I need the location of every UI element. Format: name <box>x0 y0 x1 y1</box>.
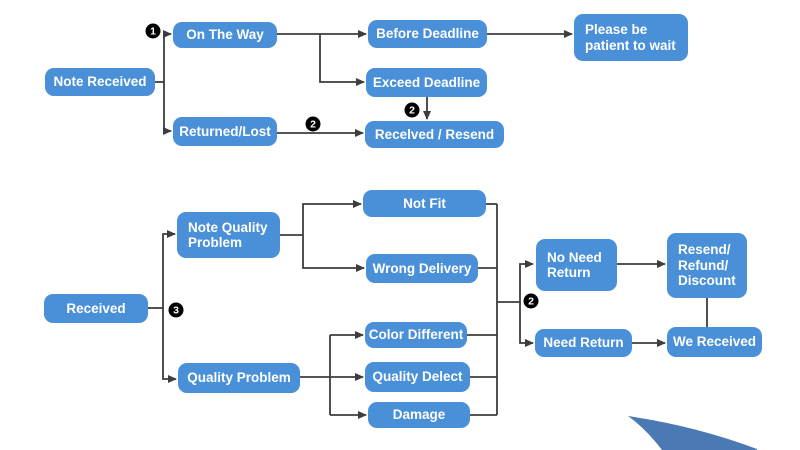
node-received: Received <box>44 294 148 323</box>
node-quality-problem: Quality Problem <box>178 363 300 393</box>
node-not-fit: Not Fit <box>363 190 486 217</box>
node-damage: Damage <box>368 402 470 428</box>
node-no-need-return: No Need Return <box>536 239 617 291</box>
node-resend-refund-discount: Resend/ Refund/ Discount <box>667 233 747 298</box>
step-2-marker-return: 2 <box>523 293 539 309</box>
step-3-marker: 3 <box>168 302 184 318</box>
node-color-different: Color Different <box>365 322 467 348</box>
node-quality-delect: Quality Delect <box>365 362 470 392</box>
node-recelved-resend: Recelved / Resend <box>365 121 504 148</box>
node-please-be-patient: Please be patient to wait <box>574 14 688 61</box>
node-need-return: Need Return <box>535 329 632 357</box>
node-returned-lost: Returned/Lost <box>173 117 277 146</box>
node-note-quality-problem: Note Quality Problem <box>177 212 280 258</box>
node-note-received: Note Received <box>45 68 155 96</box>
step-1-marker: 1 <box>145 23 161 39</box>
node-on-the-way: On The Way <box>173 22 277 48</box>
node-wrong-delivery: Wrong Delivery <box>366 254 478 283</box>
step-2-marker-deadline: 2 <box>404 102 420 118</box>
node-exceed-deadline: Exceed Deadline <box>366 68 487 97</box>
step-2-marker-shipping: 2 <box>305 116 321 132</box>
node-before-deadline: Before Deadline <box>368 20 487 48</box>
node-we-received: We Received <box>667 327 762 357</box>
